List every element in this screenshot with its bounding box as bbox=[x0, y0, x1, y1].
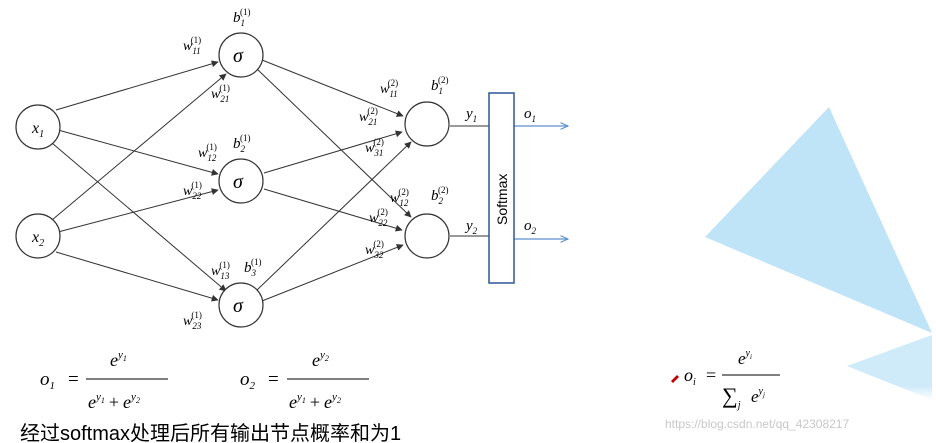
label-y2: y2 bbox=[464, 218, 478, 236]
bias-b2-2: b2(2) bbox=[431, 185, 449, 206]
output-edges bbox=[450, 126, 568, 239]
input-x1-label: x1 bbox=[31, 120, 44, 140]
layer1-edges bbox=[51, 60, 227, 302]
weight-w13-1: w13(1) bbox=[211, 260, 230, 281]
weight-w22-2: w22(2) bbox=[369, 207, 388, 228]
formula-general-lhs: oi bbox=[684, 365, 696, 388]
label-o2: o2 bbox=[524, 218, 537, 236]
output-node-2 bbox=[404, 213, 450, 259]
edge-h2-o2 bbox=[263, 188, 403, 232]
formula-o1-numerator: ey1 bbox=[110, 349, 127, 370]
weight-w32-2: w32(2) bbox=[365, 239, 384, 260]
weight-w21-2: w21(2) bbox=[359, 106, 378, 127]
formula-o2: o2 = ey2 ey1+ey2 bbox=[240, 349, 369, 412]
softmax-label: Softmax bbox=[494, 174, 510, 225]
weight-w12-1: w12(1) bbox=[198, 142, 217, 163]
bias-b1-1: b1(1) bbox=[233, 7, 251, 28]
edge-x2-h1 bbox=[51, 73, 227, 221]
bias-b2-1: b2(1) bbox=[233, 133, 251, 154]
weight-w22-1: w22(1) bbox=[183, 180, 202, 201]
weight-w31-2: w31(2) bbox=[365, 137, 384, 158]
hidden-node-3: σ bbox=[218, 282, 264, 328]
formula-general: oi = eyi ∑j eyj bbox=[671, 348, 780, 411]
edge-h1-o1 bbox=[261, 59, 404, 117]
watermark-text: https://blog.csdn.net/qq_42308217 bbox=[665, 417, 850, 431]
input-x2-label: x2 bbox=[31, 229, 44, 249]
weight-w11-2: w11(2) bbox=[380, 78, 398, 99]
edge-h2-o1 bbox=[263, 130, 403, 174]
weight-w23-1: w23(1) bbox=[183, 310, 202, 331]
formula-o1-denominator: ey1+ey2 bbox=[88, 391, 140, 412]
edge-x2-h2 bbox=[57, 188, 219, 233]
edge-h1-o2 bbox=[256, 68, 412, 218]
sigma-label-3: σ bbox=[233, 295, 244, 317]
formula-o1: o1 = ey1 ey1+ey2 bbox=[40, 349, 168, 412]
hidden-node-2: σ bbox=[218, 158, 264, 204]
label-y1: y1 bbox=[464, 106, 477, 124]
hidden-node-1: σ bbox=[218, 32, 264, 78]
input-node-x1: x1 bbox=[15, 104, 61, 150]
softmax-box: Softmax bbox=[488, 92, 515, 284]
formula-o2-denominator: ey1+ey2 bbox=[289, 391, 341, 412]
bias-b1-2: b1(2) bbox=[431, 75, 449, 96]
decorative-triangle bbox=[705, 107, 932, 333]
weight-w12-2: w12(2) bbox=[390, 187, 409, 208]
edge-x1-h1 bbox=[55, 60, 219, 111]
weight-w11-1: w11(1) bbox=[183, 35, 201, 56]
edge-x1-h3 bbox=[51, 142, 227, 292]
formula-o2-equals: = bbox=[268, 369, 279, 390]
bias-b3-1: b3(1) bbox=[244, 257, 262, 278]
formula-general-sum: ∑j bbox=[722, 383, 741, 411]
edge-h3-o2 bbox=[261, 244, 404, 302]
layer2-edges bbox=[256, 59, 412, 302]
weight-w21-1: w21(1) bbox=[211, 83, 230, 104]
formula-general-equals: = bbox=[706, 365, 716, 385]
edge-x2-h3 bbox=[55, 251, 219, 302]
input-node-x2: x2 bbox=[15, 213, 61, 259]
sigma-label-1: σ bbox=[233, 45, 244, 67]
formula-o1-equals: = bbox=[68, 369, 79, 390]
formula-o2-numerator: ey2 bbox=[312, 349, 329, 370]
edge-h3-o1 bbox=[256, 141, 412, 291]
formula-general-numerator: eyi bbox=[738, 348, 752, 368]
formula-o2-lhs: o2 bbox=[240, 369, 256, 392]
sigma-label-2: σ bbox=[233, 171, 244, 193]
formula-o1-lhs: o1 bbox=[40, 369, 55, 392]
caption-text: 经过softmax处理后所有输出节点概率和为1 bbox=[20, 423, 402, 443]
triangle-reflection bbox=[847, 335, 932, 400]
formula-general-denominator: eyj bbox=[751, 386, 765, 406]
edge-x1-h2 bbox=[57, 129, 219, 176]
output-node-1 bbox=[404, 101, 450, 147]
label-o1: o1 bbox=[524, 106, 536, 124]
pencil-icon bbox=[671, 375, 679, 383]
